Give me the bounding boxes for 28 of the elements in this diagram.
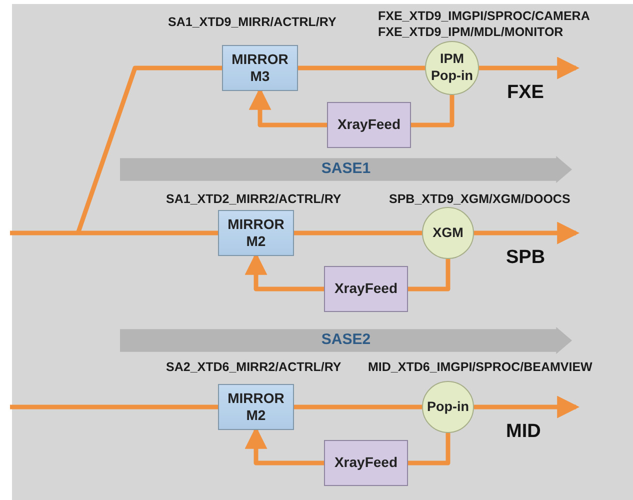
beam-line	[408, 259, 450, 292]
beam-line	[411, 95, 454, 128]
instrument-label: SPB	[506, 247, 546, 269]
pv-name: SA1_XTD9_MIRR/ACTRL/RY	[168, 15, 336, 29]
feedback-box: XrayFeed	[324, 440, 408, 486]
beam-arrow	[479, 56, 580, 80]
beam-line	[294, 404, 422, 410]
mirror-box: MIRROR M2	[218, 384, 294, 430]
beam-arrow	[474, 396, 580, 418]
mirror-box: MIRROR M3	[222, 45, 298, 91]
beam-line	[408, 433, 450, 466]
instrument-label: MID	[506, 421, 541, 443]
mirror-box: MIRROR M2	[218, 210, 294, 256]
instrument-label: FXE	[507, 82, 544, 104]
feedback-box: XrayFeed	[324, 266, 408, 312]
pv-name: MID_XTD6_IMGPI/SPROC/BEAMVIEW	[368, 360, 592, 374]
pv-name: FXE_XTD9_IPM/MDL/MONITOR	[378, 25, 564, 39]
pv-name: SPB_XTD9_XGM/XGM/DOOCS	[389, 192, 570, 206]
beam-arrow	[474, 222, 580, 244]
pv-name: SA1_XTD2_MIRR2/ACTRL/RY	[166, 192, 342, 206]
beam-line	[298, 66, 425, 70]
beam-line	[76, 66, 222, 234]
beam-line	[294, 230, 422, 236]
pv-name: FXE_XTD9_IMGPI/SPROC/CAMERA	[378, 9, 590, 23]
beam-line	[10, 230, 218, 236]
beam-line	[10, 404, 218, 410]
pv-name: SA2_XTD6_MIRR2/ACTRL/RY	[166, 360, 342, 374]
feedback-box: XrayFeed	[327, 102, 411, 148]
